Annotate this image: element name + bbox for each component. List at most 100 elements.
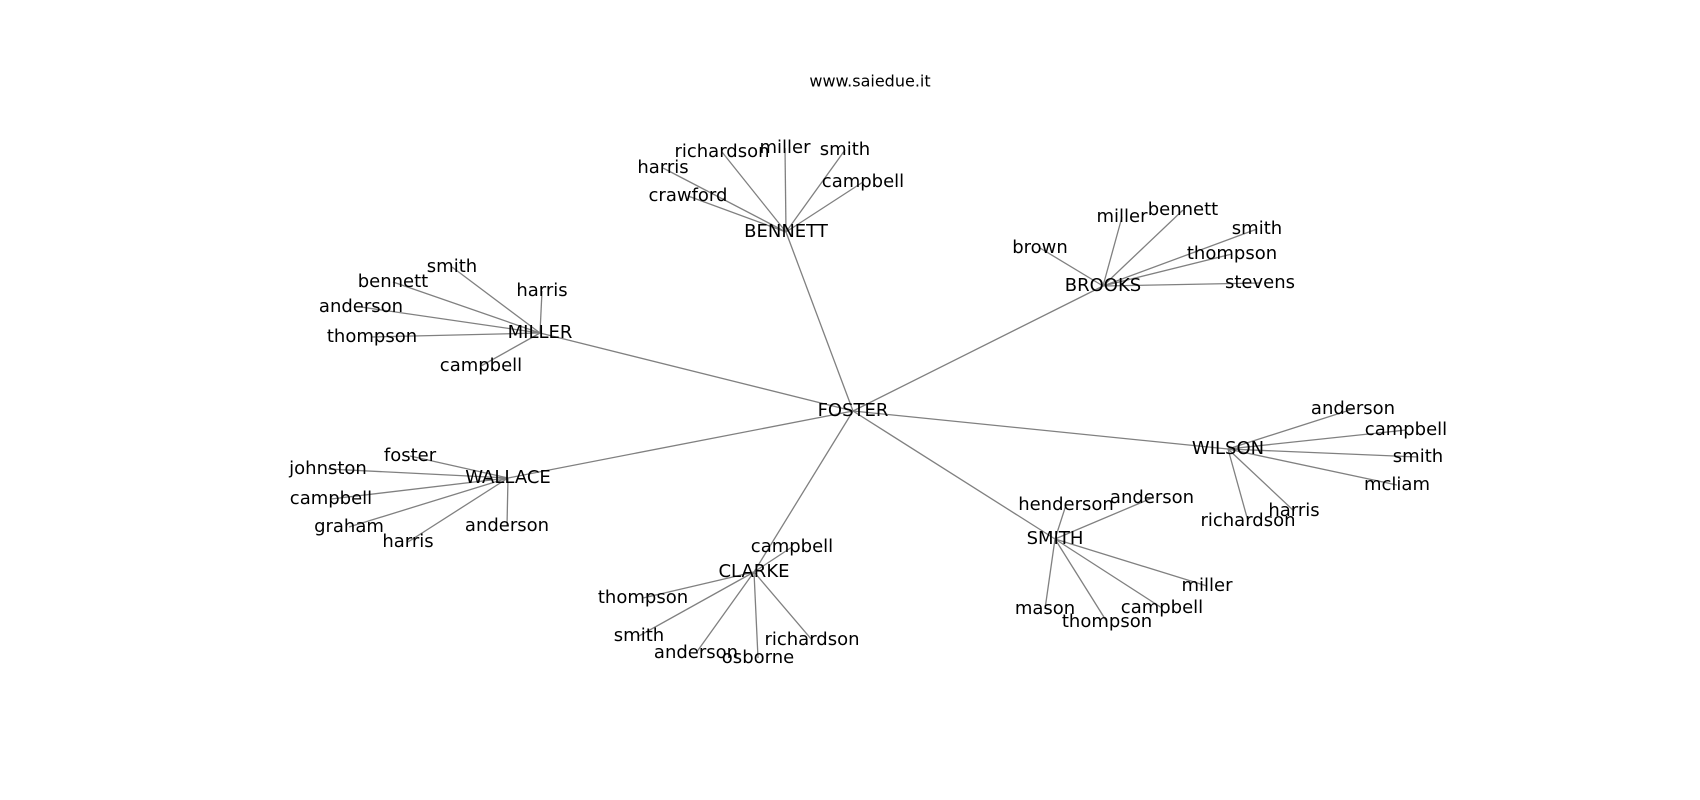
leaf-node-label: campbell [440, 355, 522, 376]
edge-clarke-smith [638, 571, 755, 637]
edge-smith-mason [1044, 538, 1056, 610]
edge-root-clarke [753, 410, 854, 573]
root-node-label: FOSTER [818, 400, 889, 421]
site-watermark: www.saiedue.it [809, 72, 930, 91]
edge-miller-bennett [392, 281, 541, 334]
edge-root-smith [852, 410, 1056, 540]
leaf-node-label: campbell [1121, 597, 1203, 618]
edge-wilson-smith [1227, 448, 1419, 458]
edge-miller-anderson [360, 306, 541, 334]
leaf-node-label: anderson [654, 642, 738, 663]
edge-clarke-richardson [753, 571, 813, 641]
edge-wilson-harris [1227, 448, 1295, 512]
leaf-node-label: thompson [598, 587, 688, 608]
edge-miller-thompson [371, 332, 541, 338]
cluster-node-label: WILSON [1192, 438, 1264, 459]
cluster-node-label: BROOKS [1065, 275, 1141, 296]
edge-wallace-anderson [506, 477, 509, 527]
edge-wallace-foster [409, 455, 509, 479]
edge-wallace-campbell [330, 477, 509, 500]
leaf-node-label: harris [516, 280, 567, 301]
edge-brooks-smith [1102, 228, 1258, 287]
leaf-node-label: mcliam [1364, 474, 1430, 495]
edge-smith-thompson [1054, 538, 1108, 623]
cluster-node-label: MILLER [508, 322, 573, 343]
leaf-node-label: smith [614, 625, 664, 646]
leaf-node-label: smith [427, 256, 477, 277]
edge-brooks-bennett [1102, 209, 1184, 287]
edge-clarke-osborne [753, 571, 759, 659]
edge-wallace-johnston [327, 468, 509, 479]
edge-miller-campbell [480, 332, 541, 367]
edge-wallace-graham [348, 477, 509, 528]
edge-brooks-miller [1102, 216, 1123, 287]
edge-wilson-campbell [1227, 429, 1407, 450]
leaf-node-label: anderson [1311, 398, 1395, 419]
edge-brooks-thompson [1102, 253, 1233, 287]
leaf-node-label: harris [637, 157, 688, 178]
edge-smith-campbell [1054, 538, 1163, 609]
leaf-node-label: harris [1268, 500, 1319, 521]
edge-miller-harris [539, 290, 543, 334]
edge-root-bennett [785, 231, 854, 412]
leaf-node-label: bennett [1148, 199, 1219, 220]
leaf-node-label: miller [759, 137, 811, 158]
leaf-node-label: thompson [1187, 243, 1277, 264]
leaf-node-label: stevens [1225, 272, 1295, 293]
edge-miller-smith [451, 266, 541, 334]
leaf-node-label: crawford [649, 185, 728, 206]
leaf-node-label: smith [1232, 218, 1282, 239]
edge-smith-miller [1054, 538, 1208, 587]
edge-clarke-thompson [642, 571, 755, 599]
leaf-node-label: anderson [1110, 487, 1194, 508]
leaf-node-label: richardson [1200, 510, 1295, 531]
leaf-node-label: campbell [822, 171, 904, 192]
edge-wilson-mcliam [1227, 448, 1398, 486]
edge-smith-anderson [1054, 497, 1153, 540]
edge-bennett-crawford [687, 195, 787, 233]
cluster-node-label: SMITH [1027, 528, 1084, 549]
edge-bennett-richardson [721, 151, 787, 233]
node-labels: FOSTER BENNETT richardson miller smith harris… [288, 137, 1447, 668]
leaf-node-label: campbell [751, 536, 833, 557]
leaf-node-label: mason [1015, 598, 1075, 619]
leaf-node-label: richardson [764, 629, 859, 650]
edge-bennett-miller [784, 147, 787, 233]
edge-root-brooks [852, 285, 1104, 412]
edge-root-miller [539, 332, 854, 412]
cluster-node-label: CLARKE [718, 561, 789, 582]
leaf-node-label: miller [1096, 206, 1148, 227]
leaf-node-label: smith [1393, 446, 1443, 467]
leaf-node-label: thompson [327, 326, 417, 347]
edges [327, 147, 1419, 659]
edge-brooks-stevens [1102, 282, 1261, 287]
edge-root-wallace [507, 410, 854, 479]
edge-brooks-brown [1039, 247, 1104, 287]
edge-smith-henderson [1054, 504, 1067, 540]
leaf-node-label: smith [820, 139, 870, 160]
edge-wilson-richardson [1227, 448, 1249, 522]
cluster-node-label: BENNETT [744, 221, 829, 242]
leaf-node-label: thompson [1062, 611, 1152, 632]
cluster-node-label: WALLACE [465, 467, 551, 488]
edge-root-wilson [852, 410, 1229, 450]
leaf-node-label: miller [1181, 575, 1233, 596]
leaf-node-label: anderson [465, 515, 549, 536]
edge-bennett-campbell [785, 181, 864, 233]
edge-bennett-smith [785, 149, 846, 233]
edge-clarke-campbell [753, 546, 793, 573]
leaf-node-label: foster [384, 445, 437, 466]
edge-wallace-harris [407, 477, 509, 543]
leaf-node-label: henderson [1018, 494, 1114, 515]
leaf-node-label: anderson [319, 296, 403, 317]
leaf-node-label: bennett [358, 271, 429, 292]
edge-bennett-harris [662, 167, 787, 233]
edge-clarke-anderson [695, 571, 755, 654]
leaf-node-label: johnston [288, 458, 367, 479]
leaf-node-label: graham [314, 516, 384, 537]
edge-wilson-anderson [1227, 408, 1354, 450]
leaf-node-label: campbell [1365, 419, 1447, 440]
leaf-node-label: brown [1012, 237, 1068, 258]
leaf-node-label: harris [382, 531, 433, 552]
